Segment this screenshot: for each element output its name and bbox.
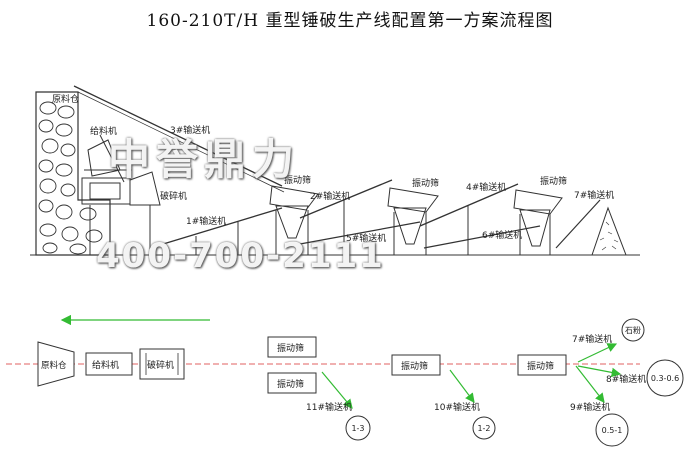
- label-conveyor-5: 5#输送机: [346, 232, 386, 244]
- stockpile: [591, 206, 627, 256]
- product-circles: [345, 318, 684, 447]
- label-conveyor-4: 4#输送机: [466, 181, 506, 193]
- arrow-conveyor-9: [575, 365, 605, 403]
- flow-screen-a-box: [267, 336, 317, 358]
- flow-label-conveyor-10: 10#输送机: [434, 401, 480, 413]
- product-size-1: 1-3: [351, 424, 364, 433]
- conveyor-7: [555, 199, 601, 249]
- label-silo: 原料仓: [52, 93, 79, 105]
- diagram-title: 160-210T/H 重型锤破生产线配置第一方案流程图: [146, 11, 554, 31]
- arrow-conveyor-8: [577, 365, 622, 378]
- lower-equipment: [37, 336, 567, 394]
- label-conveyor-7: 7#输送机: [574, 189, 614, 201]
- flow-crusher-box: [139, 348, 185, 380]
- flow-screen-d-box: [517, 354, 567, 376]
- flow-label-feeder: 给料机: [92, 359, 119, 371]
- flow-label-screen-d: 振动筛: [527, 360, 554, 372]
- lower-labels: 原料仓 给料机 破碎机 振动筛 振动筛 振动筛 振动筛 11#输送机 10#输送…: [41, 325, 679, 435]
- flow-screen-c-box: [391, 354, 441, 376]
- crusher-machine: [81, 171, 161, 255]
- product-size-3: 0.5-1: [602, 426, 623, 435]
- conveyor-6: [423, 225, 541, 249]
- label-crusher: 破碎机: [160, 190, 187, 202]
- conveyor-1: [149, 207, 283, 249]
- label-screen-3: 振动筛: [540, 175, 567, 187]
- label-screen-1: 振动筛: [284, 174, 311, 186]
- arrow-conveyor-10: [449, 369, 475, 403]
- label-conveyor-3: 3#输送机: [170, 124, 210, 136]
- flow-label-screen-c: 振动筛: [401, 360, 428, 372]
- flow-screen-b-box: [267, 372, 317, 394]
- arrow-conveyor-11: [321, 371, 353, 409]
- product-circle-1: [345, 415, 371, 441]
- raw-material-silo: [35, 91, 111, 256]
- screen-1: [269, 185, 319, 255]
- product-circle-3: [595, 413, 629, 447]
- label-conveyor-6: 6#输送机: [482, 229, 522, 241]
- feeder-machine: [84, 134, 132, 183]
- crusher-detail: [145, 353, 179, 375]
- flow-label-conveyor-8: 8#输送机: [606, 373, 646, 385]
- label-conveyor-2: 2#输送机: [310, 190, 350, 202]
- flow-silo-box: [37, 341, 75, 387]
- flow-label-silo: 原料仓: [41, 360, 67, 371]
- flow-feeder-box: [85, 352, 133, 376]
- upper-elevation: [30, 85, 640, 256]
- product-size-4: 0.3-0.6: [651, 374, 679, 383]
- label-screen-2: 振动筛: [412, 177, 439, 189]
- product-size-2: 1-2: [477, 424, 490, 433]
- label-conveyor-1: 1#输送机: [186, 215, 226, 227]
- flow-label-screen-b: 振动筛: [277, 378, 304, 390]
- flow-label-conveyor-9: 9#输送机: [570, 401, 610, 413]
- conveyor-2: [299, 179, 393, 219]
- product-circle-4: [646, 359, 684, 397]
- product-circle-2: [472, 416, 496, 440]
- product-circle-5: [621, 318, 645, 342]
- flow-label-screen-a: 振动筛: [277, 342, 304, 354]
- product-size-5: 石粉: [625, 325, 641, 335]
- label-feeder: 给料机: [90, 125, 117, 137]
- upper-labels: 原料仓 给料机 3#输送机 破碎机 1#输送机 振动筛 2#输送机 5#输送机 …: [52, 93, 614, 244]
- conveyor-4: [419, 183, 519, 227]
- product-arrows: [321, 343, 622, 409]
- conveyor-3: [73, 85, 283, 187]
- flow-label-conveyor-7: 7#输送机: [572, 333, 612, 345]
- screen-3: [513, 189, 563, 255]
- flow-label-crusher: 破碎机: [147, 359, 174, 371]
- flow-label-conveyor-11: 11#输送机: [306, 401, 352, 413]
- arrow-conveyor-7: [577, 343, 618, 363]
